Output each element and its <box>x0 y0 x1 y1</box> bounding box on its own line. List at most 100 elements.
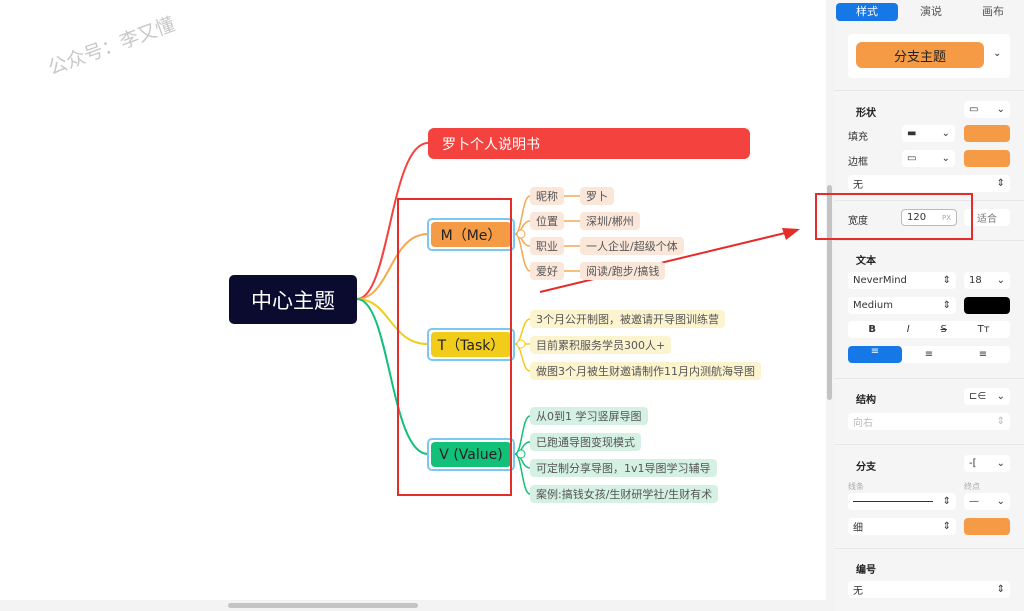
font-family-select[interactable]: NeverMind ⇕ <box>848 272 956 289</box>
me-key[interactable]: 昵称 <box>530 187 564 205</box>
connectors <box>356 142 800 495</box>
italic-button[interactable]: I <box>906 324 910 335</box>
task-item[interactable]: 目前累积服务学员300人+ <box>530 336 672 354</box>
updown-icon: ⇕ <box>942 496 951 507</box>
strikethrough-button[interactable]: S <box>940 324 947 335</box>
fill-solid-icon: ▬ <box>907 128 917 139</box>
branch-task[interactable]: T（Task） <box>427 328 515 361</box>
border-style-select[interactable]: 无⇕ <box>848 175 1010 192</box>
border-label: 边框 <box>848 157 868 168</box>
bold-button[interactable]: B <box>868 324 877 335</box>
branch-task-label: T（Task） <box>431 332 511 357</box>
line-thickness-select[interactable]: 细⇕ <box>848 518 956 535</box>
updown-icon: ⇕ <box>942 275 951 286</box>
text-color-swatch[interactable] <box>964 297 1010 314</box>
font-weight-select[interactable]: Medium ⇕ <box>848 297 956 314</box>
fill-color-swatch[interactable] <box>964 125 1010 142</box>
endpoint-label: 终点 <box>964 482 980 491</box>
task-item[interactable]: 3个月公开制图，被邀请开导图训练营 <box>530 310 725 328</box>
shape-select[interactable]: ▭⌄ <box>964 101 1010 118</box>
width-input[interactable]: 120 PX <box>901 209 957 226</box>
line-style-select[interactable]: ⇕ <box>848 493 956 510</box>
border-style-value: 无 <box>853 180 863 191</box>
font-size-select[interactable]: 18 ⌄ <box>964 272 1010 289</box>
structure-heading[interactable]: 结构 <box>856 395 876 406</box>
numbering-value: 无 <box>853 586 863 597</box>
numbering-select[interactable]: 无⇕ <box>848 581 1010 598</box>
annotation-width-box <box>815 193 973 240</box>
me-value[interactable]: 阅读/跑步/搞钱 <box>580 262 666 280</box>
branch-value-label: V (Value) <box>431 442 511 467</box>
structure-select[interactable]: ⊏∈ ⌄ <box>964 388 1010 405</box>
vertical-scroll-thumb[interactable] <box>827 185 832 400</box>
annotation-highlight-box <box>397 198 512 496</box>
border-rect-icon: ▭ <box>907 153 917 164</box>
me-value[interactable]: 一人企业/超级个体 <box>580 237 684 255</box>
chevron-down-icon: ⌄ <box>941 128 950 139</box>
value-item[interactable]: 案例:搞钱女孩/生财研学社/生财有术 <box>530 485 719 503</box>
chevron-down-icon: ⌄ <box>996 496 1005 507</box>
fit-button[interactable]: 适合 <box>964 209 1010 226</box>
horizontal-scroll-thumb[interactable] <box>228 603 418 608</box>
updown-icon: ⇕ <box>942 300 951 311</box>
chevron-down-icon: ⌄ <box>996 391 1005 402</box>
me-key[interactable]: 职业 <box>530 237 564 255</box>
structure-right-icon: ⊏∈ <box>969 391 987 402</box>
border-color-swatch[interactable] <box>964 150 1010 167</box>
value-item[interactable]: 从0到1 学习竖屏导图 <box>530 407 648 425</box>
me-value[interactable]: 罗卜 <box>580 187 614 205</box>
line-label: 线条 <box>848 482 864 491</box>
numbering-heading[interactable]: 编号 <box>856 565 876 576</box>
style-preset-card[interactable]: 分支主题 ⌄ <box>848 34 1010 78</box>
me-key[interactable]: 爱好 <box>530 262 564 280</box>
rounded-rect-icon: ▭ <box>969 104 979 115</box>
direction-select[interactable]: 向右⇕ <box>848 413 1010 430</box>
branch-value[interactable]: V (Value) <box>427 438 515 471</box>
mindmap-canvas[interactable]: 公众号：李又懂 中心主题 罗卜个人说明书 M（Me） T（Task） V (Va… <box>0 0 826 600</box>
width-value: 120 <box>907 212 927 223</box>
border-type-select[interactable]: ▭⌄ <box>902 150 955 167</box>
updown-icon: ⇕ <box>942 521 951 532</box>
updown-icon: ⇕ <box>996 584 1005 595</box>
tab-canvas[interactable]: 画布 <box>982 5 1004 18</box>
task-item[interactable]: 做图3个月被生财邀请制作11月内测航海导图 <box>530 362 761 380</box>
branch-connector-icon: -[ <box>969 458 977 469</box>
tab-style[interactable]: 样式 <box>836 3 898 21</box>
shape-heading[interactable]: 形状 <box>856 108 876 119</box>
chevron-down-icon[interactable]: ⌄ <box>993 48 1002 59</box>
branch-me[interactable]: M（Me） <box>427 218 515 251</box>
chevron-down-icon: ⌄ <box>996 104 1005 115</box>
branch-style-select[interactable]: -[⌄ <box>964 455 1010 472</box>
style-panel: 样式 演说 画布 分支主题 ⌄ 形状 ▭⌄ 填充 ▬⌄ 边框 ▭⌄ 无⇕ 宽度 … <box>834 0 1024 611</box>
font-size-value: 18 <box>969 275 982 286</box>
endpoint-select[interactable]: —⌄ <box>964 493 1010 510</box>
font-family-value: NeverMind <box>853 275 907 286</box>
chevron-down-icon: ⌄ <box>941 153 950 164</box>
updown-icon: ⇕ <box>996 416 1005 427</box>
branch-heading[interactable]: 分支 <box>856 462 876 473</box>
me-key[interactable]: 位置 <box>530 212 564 230</box>
width-unit: PX <box>941 213 951 222</box>
chevron-down-icon: ⌄ <box>996 275 1005 286</box>
text-heading[interactable]: 文本 <box>856 256 876 267</box>
align-right-button[interactable]: ≡ <box>978 349 988 360</box>
title-branch[interactable]: 罗卜个人说明书 <box>428 128 750 159</box>
font-weight-value: Medium <box>853 300 893 311</box>
fill-type-select[interactable]: ▬⌄ <box>902 125 955 142</box>
width-label: 宽度 <box>848 216 868 227</box>
value-item[interactable]: 可定制分享导图，1v1导图学习辅导 <box>530 459 717 477</box>
align-center-button[interactable]: ≡ <box>924 349 934 360</box>
align-left-button[interactable]: ≡ <box>848 346 902 363</box>
branch-me-label: M（Me） <box>431 222 511 247</box>
line-end-icon: — <box>969 496 979 507</box>
style-preset-button[interactable]: 分支主题 <box>856 42 984 68</box>
line-preview <box>853 501 933 502</box>
text-case-button[interactable]: Tт <box>977 324 990 335</box>
thickness-value: 细 <box>853 523 863 534</box>
updown-icon: ⇕ <box>996 178 1005 189</box>
value-item[interactable]: 已跑通导图变现模式 <box>530 433 641 451</box>
branch-color-swatch[interactable] <box>964 518 1010 535</box>
central-topic[interactable]: 中心主题 <box>229 275 357 324</box>
me-value[interactable]: 深圳/郴州 <box>580 212 640 230</box>
tab-presentation[interactable]: 演说 <box>920 5 942 18</box>
